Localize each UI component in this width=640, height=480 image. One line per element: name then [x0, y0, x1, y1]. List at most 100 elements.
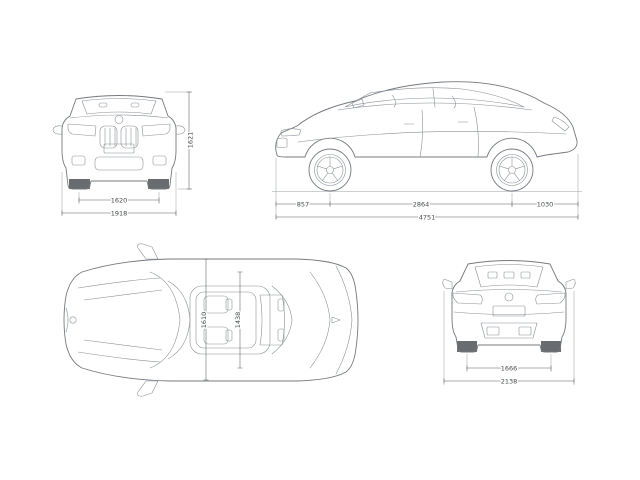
side-mirror: [351, 98, 365, 109]
side-extension-lines: [275, 154, 579, 219]
front-lower-intake: [94, 156, 144, 171]
top-view: 1610 1438: [63, 243, 359, 397]
side-view: 857 2864 1030 4751: [272, 81, 582, 223]
rear-view: 1666 2138: [442, 260, 576, 387]
top-left-mirror: [137, 243, 159, 260]
front-left-mirror: [52, 125, 63, 135]
side-front-wheel: [308, 148, 352, 192]
top-roof-front-edge: [167, 280, 191, 360]
top-rear-window-base: [309, 271, 331, 369]
rear-license-plate: [492, 305, 526, 317]
top-rear-bench: [259, 294, 285, 346]
top-roof-panel: [189, 285, 271, 355]
front-track-dim-label: 1620: [111, 196, 128, 204]
top-width-rear-dim-label: 1438: [234, 312, 242, 329]
top-width-front-dim-label: 1610: [200, 312, 208, 329]
front-body-outline: [61, 95, 177, 190]
front-left-wheel: [69, 179, 90, 189]
rear-bumper-crease: [453, 311, 565, 315]
rear-right-taillight: [535, 292, 566, 305]
rear-width-dim-line: [443, 378, 575, 384]
rear-headrest-center: [503, 271, 515, 279]
top-body-outline: [63, 258, 359, 382]
front-right-mirror: [175, 125, 186, 135]
kidney-grille-left: [99, 125, 118, 149]
rear-headrest-right: [520, 271, 531, 279]
front-left-fog-intake: [71, 155, 86, 166]
rear-diffuser: [480, 322, 538, 339]
top-passenger-headrest: [225, 329, 233, 342]
rear-overhang-dim-label: 1030: [537, 200, 554, 208]
top-driver-seat: [203, 295, 229, 314]
top-sunroof: [195, 291, 257, 349]
side-headlight: [280, 128, 302, 137]
front-windshield: [81, 98, 157, 115]
front-hood-crease: [69, 114, 169, 119]
side-rear-door-cut: [473, 106, 479, 158]
rear-left-wheel: [457, 341, 477, 352]
rear-track-dim-line: [466, 365, 552, 371]
front-height-dim-line: [186, 91, 192, 190]
rear-extension-lines: [443, 291, 575, 385]
top-windshield-base: [149, 271, 181, 369]
rear-roundel-logo-icon: [504, 292, 514, 302]
front-left-headrest: [98, 102, 108, 108]
side-segment-dim-line: [275, 201, 579, 207]
top-width-front-dim-line: [203, 258, 209, 381]
side-character-line: [297, 131, 567, 143]
top-right-mirror: [137, 380, 159, 397]
front-view: 1620 1918 1621: [52, 91, 196, 219]
front-width-dim-line: [61, 210, 177, 216]
front-right-fog-intake: [152, 155, 167, 166]
side-length-dim-line: [275, 214, 579, 220]
rear-track-dim-label: 1666: [501, 364, 518, 372]
front-license-plate: [103, 143, 135, 154]
side-rear-wheel: [490, 148, 534, 192]
top-antenna-fin: [331, 316, 341, 324]
top-rear-headrest-right: [277, 328, 285, 342]
side-front-door-cut: [419, 109, 423, 158]
rear-body-outline: [451, 260, 567, 353]
top-driver-headrest: [225, 298, 233, 311]
top-roundel-logo-icon: [69, 316, 77, 324]
top-width-rear-dim-line: [237, 271, 243, 369]
side-taillight: [551, 116, 570, 132]
side-door-handles: [403, 121, 469, 125]
rear-trunk-crease: [455, 289, 563, 293]
rear-headrest-left: [487, 271, 498, 279]
side-seat-hints: [391, 94, 456, 109]
front-left-headlight: [67, 123, 97, 137]
front-track-dim-line: [78, 197, 160, 203]
rear-right-wheel: [541, 341, 561, 352]
rear-left-mirror: [442, 278, 453, 290]
side-beltline: [337, 102, 533, 111]
side-b-pillar: [432, 88, 436, 108]
top-front-bumper-crease: [65, 307, 69, 333]
side-grille: [276, 137, 288, 148]
side-body-outline: [275, 81, 578, 158]
rear-exhaust-right: [518, 326, 532, 336]
front-right-headrest: [130, 102, 140, 108]
top-hood-creases: [77, 277, 163, 363]
kidney-grille-right: [120, 125, 139, 149]
front-right-wheel: [148, 179, 169, 189]
front-height-dim-label: 1621: [187, 132, 195, 149]
rear-right-mirror: [565, 278, 576, 290]
front-overhang-dim-label: 857: [297, 200, 309, 208]
top-rear-roof-edge: [271, 285, 293, 355]
rear-width-dim-label: 2138: [501, 377, 518, 385]
rear-exhaust-left: [486, 326, 500, 336]
top-passenger-seat: [203, 326, 229, 345]
top-decklid-line: [335, 265, 353, 375]
wheelbase-dim-label: 2864: [413, 200, 430, 208]
front-right-headlight: [141, 123, 171, 137]
front-width-dim-label: 1918: [111, 209, 128, 217]
top-rear-headrest-left: [277, 298, 285, 312]
side-window-outline: [344, 87, 525, 108]
roundel-logo-icon: [114, 115, 124, 124]
rear-window: [474, 264, 544, 288]
grille-slats: [104, 127, 137, 147]
rear-left-taillight: [452, 292, 483, 305]
